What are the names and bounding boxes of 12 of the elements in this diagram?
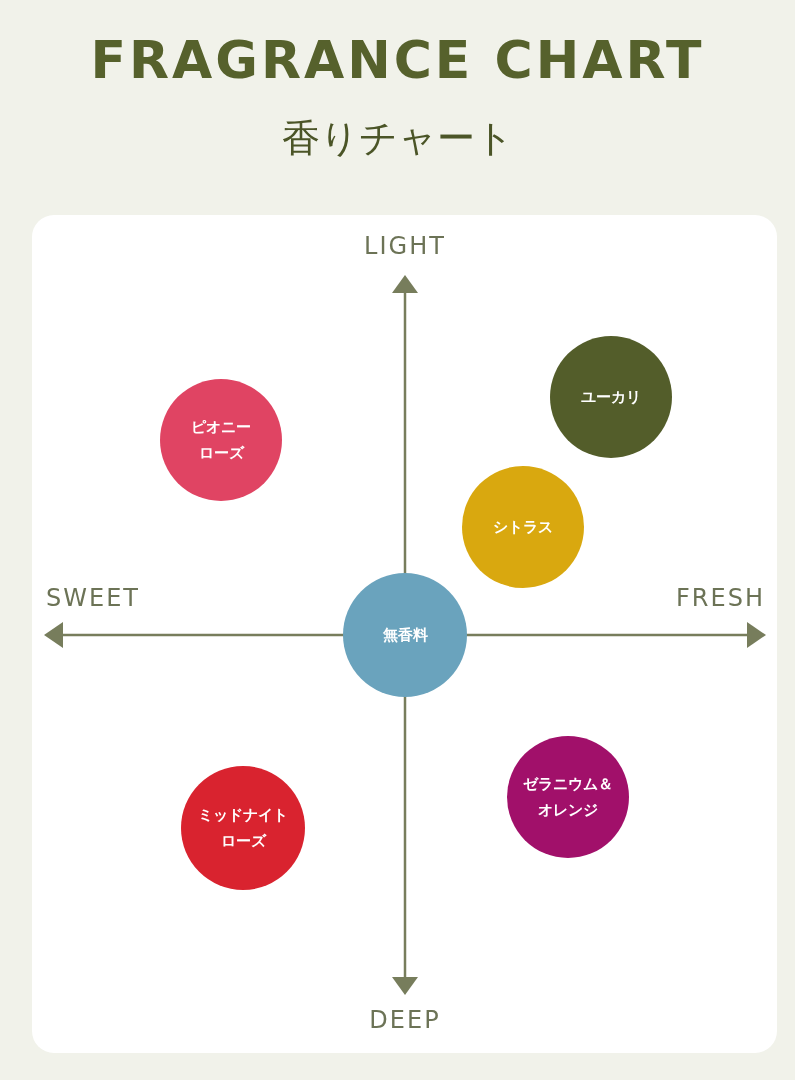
axis-label: DEEP — [369, 1005, 441, 1035]
axis-label: LIGHT — [364, 231, 446, 261]
axis-label: SWEET — [46, 583, 140, 613]
fragrance-name: ユーカリ — [580, 387, 642, 408]
axis-label: FRESH — [676, 583, 765, 613]
fragrance-name: ミッドナイトローズ — [197, 805, 289, 852]
fragrance-name: ピオニーローズ — [190, 417, 252, 464]
subtitle: 香りチャート — [281, 115, 514, 162]
fragrance-name: 無香料 — [381, 625, 429, 646]
title: FRAGRANCE CHART — [90, 29, 705, 92]
fragrance-name: ゼラニウム＆オレンジ — [522, 774, 614, 821]
fragrance-name: シトラス — [492, 517, 554, 538]
